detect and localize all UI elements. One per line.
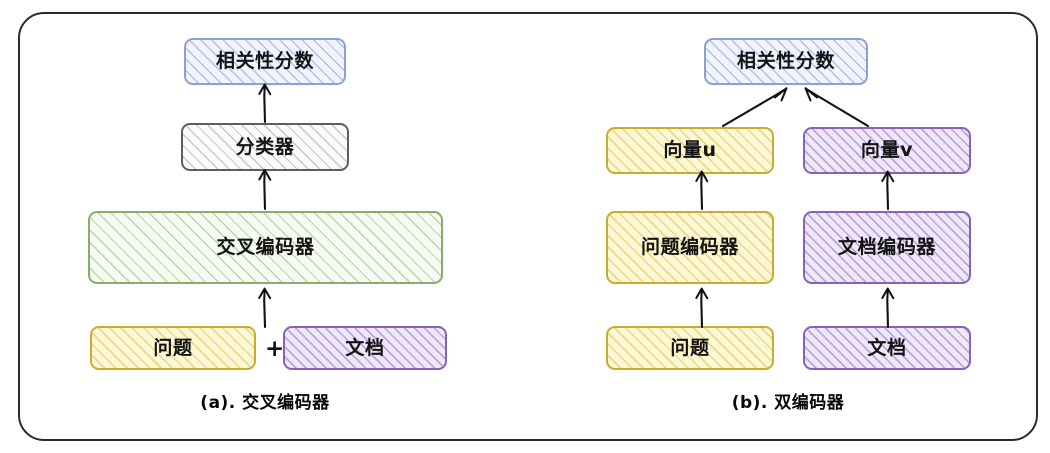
panel-a-node-score[interactable]: 相关性分数 xyxy=(184,38,346,85)
panel-a-caption: (a). 交叉编码器 xyxy=(200,393,330,413)
panel-b-node-document-encoder[interactable]: 文档编码器 xyxy=(803,211,971,284)
panel-a-node-question[interactable]: 问题 xyxy=(90,326,256,370)
panel-b-question-encoder-label: 问题编码器 xyxy=(640,236,739,258)
panel-a-node-classifier[interactable]: 分类器 xyxy=(181,123,349,171)
figure-outer-frame xyxy=(18,12,1038,441)
panel-b-node-vector-u[interactable]: 向量u xyxy=(606,127,774,174)
panel-b-score-label: 相关性分数 xyxy=(736,50,835,72)
panel-a-classifier-label: 分类器 xyxy=(235,135,295,158)
panel-b-vector-v-label: 向量v xyxy=(860,139,914,161)
panel-a-question-label: 问题 xyxy=(153,336,193,359)
panel-b-vector-u-label: 向量u xyxy=(663,139,717,161)
panel-a-node-cross-encoder[interactable]: 交叉编码器 xyxy=(88,211,443,284)
panel-b-document-encoder-label: 文档编码器 xyxy=(837,236,936,258)
panel-a-score-label: 相关性分数 xyxy=(215,50,314,72)
panel-a-plus-operator: + xyxy=(265,336,285,362)
panel-b-document-label: 文档 xyxy=(867,336,907,359)
panel-b-node-vector-v[interactable]: 向量v xyxy=(803,127,971,174)
panel-b-caption: (b). 双编码器 xyxy=(731,393,845,413)
panel-a-document-label: 文档 xyxy=(345,336,385,359)
panel-a-node-document[interactable]: 文档 xyxy=(283,326,447,370)
panel-b-node-document[interactable]: 文档 xyxy=(803,326,971,370)
panel-b-node-score[interactable]: 相关性分数 xyxy=(704,38,868,85)
panel-b-node-question-encoder[interactable]: 问题编码器 xyxy=(606,211,774,284)
panel-b-question-label: 问题 xyxy=(670,336,710,359)
panel-a-cross-encoder-label: 交叉编码器 xyxy=(216,236,315,258)
panel-b-node-question[interactable]: 问题 xyxy=(606,326,774,370)
